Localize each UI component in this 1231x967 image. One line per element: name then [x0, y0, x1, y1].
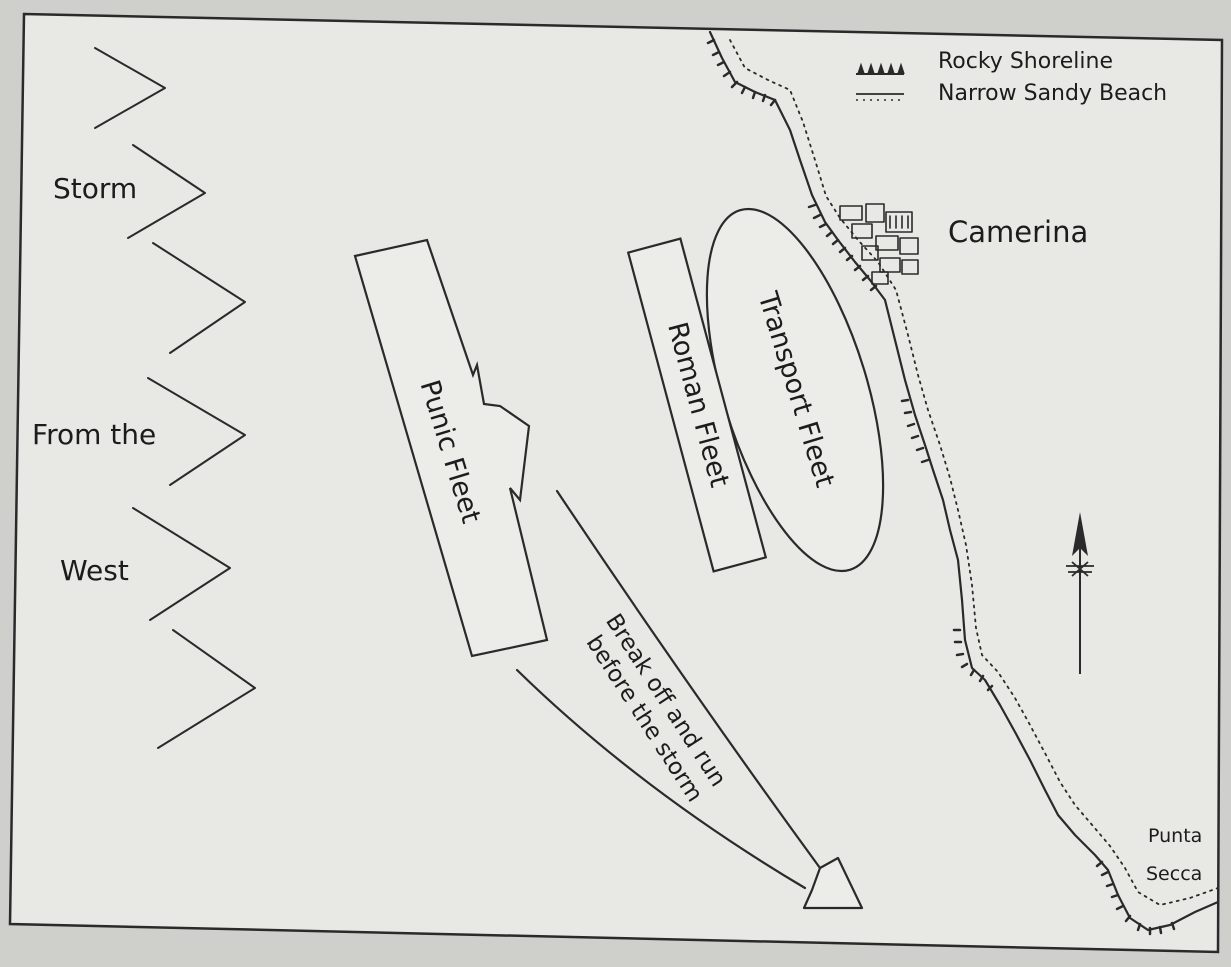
rocky-segment: [900, 398, 930, 464]
town-block: [901, 259, 919, 275]
storm-chevron: [127, 144, 206, 239]
rocky-segment: [1095, 860, 1176, 936]
cape-label-line2: Secca: [1146, 863, 1202, 885]
north-arrow-icon: [1066, 512, 1094, 674]
town-block: [839, 205, 863, 221]
legend: Rocky Shoreline Narrow Sandy Beach: [856, 49, 1167, 106]
sandy-beach-line: [729, 39, 1219, 906]
town-block: [865, 203, 885, 223]
coastline: [708, 30, 1220, 932]
storm-chevrons: [94, 47, 256, 749]
town-hatch: [889, 215, 909, 229]
north-arrow-head: [1072, 512, 1088, 556]
rocky-segment: [952, 628, 994, 692]
storm-chevron: [132, 507, 231, 621]
legend-rocky-label: Rocky Shoreline: [938, 49, 1113, 74]
retreat-arrow-head: [802, 856, 864, 910]
sandy-beach-legend-icon: [856, 93, 904, 101]
town-block: [879, 257, 901, 273]
rocky-shoreline-legend-icon: [856, 62, 905, 75]
storm-chevron: [152, 242, 246, 354]
map-frame: [8, 12, 1224, 954]
legend-rocky-teeth: [857, 62, 905, 75]
town-block: [885, 211, 913, 233]
camerina-town-icon: [839, 203, 919, 285]
rocky-shoreline: [706, 38, 1176, 936]
transport-fleet: Transport Fleet: [705, 207, 885, 573]
town-block: [899, 237, 919, 255]
legend-sandy-label: Narrow Sandy Beach: [938, 81, 1167, 106]
storm-chevron: [94, 47, 166, 129]
retreat-arrow-shaft: [515, 668, 807, 890]
punic-fleet-shape: [353, 238, 549, 658]
storm-label-line2: From the: [32, 418, 156, 451]
rocky-segment: [807, 203, 878, 292]
cape-label-line1: Punta: [1148, 825, 1202, 847]
town-label: Camerina: [948, 215, 1088, 249]
town-block: [875, 235, 899, 251]
town-block: [871, 271, 889, 285]
storm-label-line1: Storm: [53, 172, 137, 205]
roman-fleet-shape: [626, 237, 768, 573]
retreat-arrow-shaft: [555, 489, 822, 870]
north-arrow-cross: [1066, 561, 1094, 577]
storm-chevron: [157, 629, 256, 749]
rocky-segment: [706, 38, 777, 107]
town-block: [851, 223, 873, 239]
storm-label-line3: West: [60, 554, 129, 587]
town-block: [861, 245, 879, 261]
storm-chevron: [147, 377, 246, 486]
